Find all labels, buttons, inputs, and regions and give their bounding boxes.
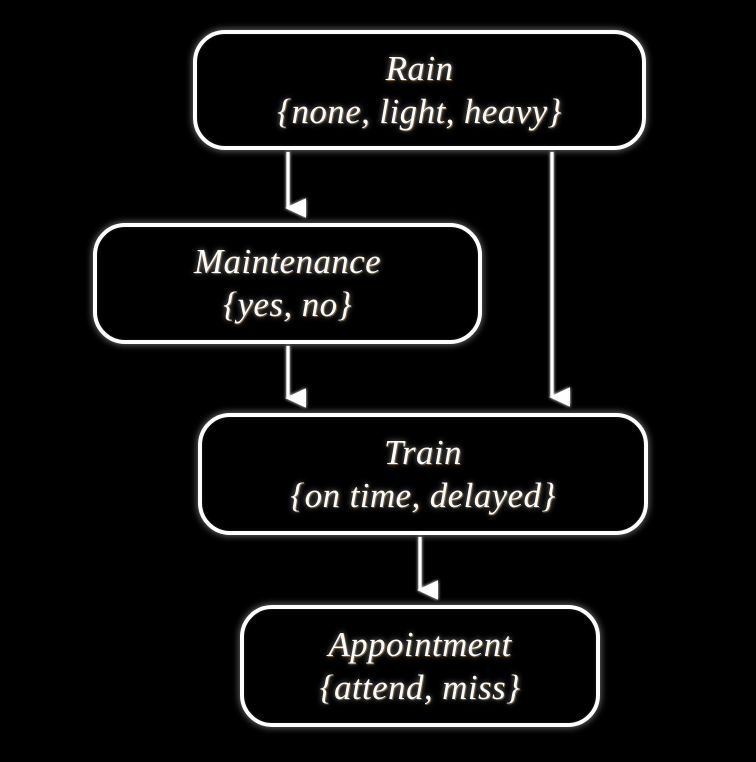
node-appointment-states: {attend, miss} (319, 667, 521, 707)
node-rain[interactable]: Rain {none, light, heavy} (193, 30, 646, 150)
node-rain-states: {none, light, heavy} (277, 91, 562, 131)
node-maintenance-states: {yes, no} (223, 285, 352, 324)
node-maintenance-title: Maintenance (193, 242, 382, 282)
node-maintenance[interactable]: Maintenance {yes, no} (93, 223, 482, 344)
node-rain-title: Rain (385, 48, 454, 88)
node-train-states: {on time, delayed} (290, 475, 556, 515)
node-appointment-title: Appointment (328, 624, 512, 664)
node-train-title: Train (384, 432, 462, 472)
node-appointment[interactable]: Appointment {attend, miss} (240, 605, 600, 727)
node-train[interactable]: Train {on time, delayed} (198, 413, 648, 535)
